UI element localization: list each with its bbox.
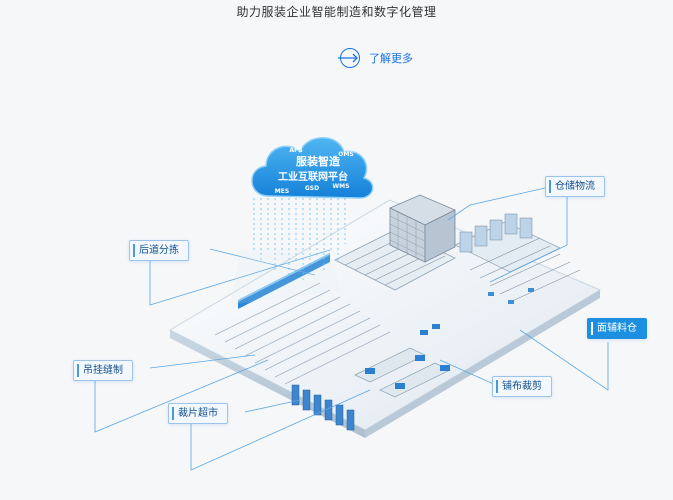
logistics-racks <box>454 213 581 304</box>
learn-more-link[interactable]: 了解更多 <box>338 48 413 68</box>
cloud-oms: OMS <box>338 151 353 158</box>
cloud-wms: WMS <box>333 183 350 190</box>
banner-wall <box>238 253 330 309</box>
cloud-mes: MES <box>275 188 289 195</box>
cutting-tables <box>354 324 451 398</box>
hanging-lines <box>214 282 391 385</box>
cloud-platform-icon <box>251 137 374 199</box>
page-subtitle: 助力服装企业智能制造和数字化管理 <box>236 5 437 19</box>
tag-post-sorting[interactable]: 后道分拣 <box>129 240 189 261</box>
tag-fabric-warehouse[interactable]: 面辅料仓 <box>587 318 647 339</box>
cloud-subtitle: 工业互联网平台 <box>278 170 348 183</box>
tag-hanging-sewing[interactable]: 吊挂缝制 <box>73 360 133 381</box>
tag-warehouse-logistics[interactable]: 仓储物流 <box>545 176 605 197</box>
arrow-right-icon <box>338 48 360 68</box>
cloud-title: 服装智造 <box>296 154 341 168</box>
tag-cut-piece-supermarket[interactable]: 裁片超市 <box>168 403 228 424</box>
cloud-gsd: GSD <box>305 185 319 192</box>
stereo-warehouse <box>389 194 456 263</box>
learn-more-label: 了解更多 <box>369 52 413 65</box>
leader-lines <box>94 187 609 471</box>
data-stream <box>253 198 346 280</box>
tag-spreading-cutting[interactable]: 铺布裁剪 <box>492 376 552 397</box>
cloud-aps: APS <box>289 147 302 154</box>
